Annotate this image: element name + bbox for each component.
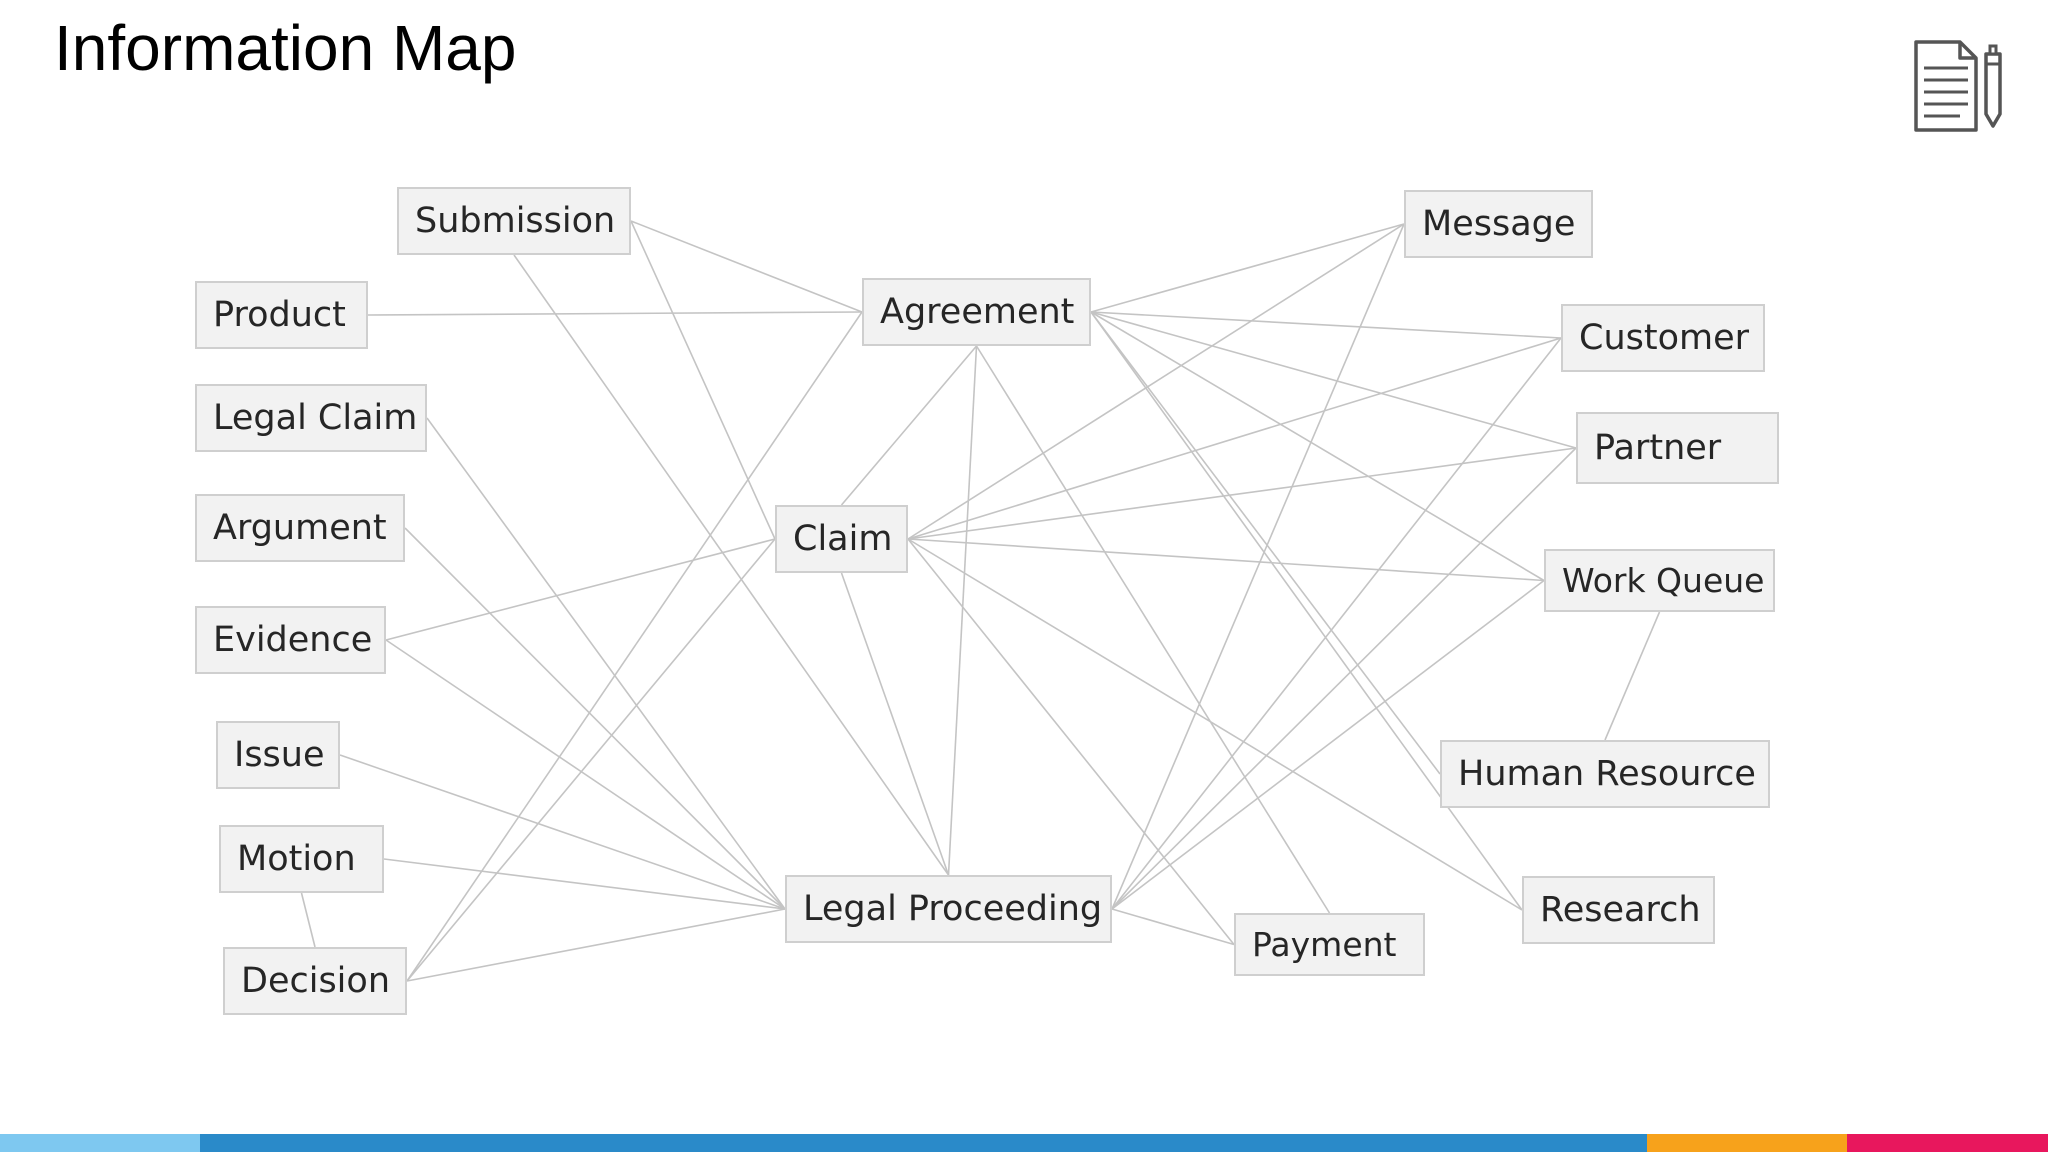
node-legal-proceeding: Legal Proceeding [785,875,1112,943]
node-motion: Motion [219,825,384,893]
node-issue: Issue [216,721,340,789]
edge-decision-to-claim [406,538,776,982]
edge-agreement-to-payment [975,345,1331,914]
footer-bar-orange [1647,1134,1847,1152]
edge-submission-to-claim [630,220,776,540]
node-product: Product [195,281,368,349]
edge-decision-to-agreement [406,311,863,982]
node-research: Research [1522,876,1715,944]
edge-claim-to-research [907,538,1523,911]
edge-claim-to-legal-proceeding [840,572,950,876]
node-legal-claim: Legal Claim [195,384,427,452]
footer-bar-pink [1847,1134,2048,1152]
edge-claim-to-customer [907,337,1562,540]
node-partner: Partner [1576,412,1779,484]
edge-decision-to-legal-proceeding [406,908,786,982]
page-title: Information Map [54,12,517,84]
edge-claim-to-partner [907,447,1577,540]
edge-claim-to-payment [907,538,1235,946]
edge-agreement-to-customer [1090,311,1562,339]
edge-agreement-to-legal-proceeding [947,345,978,876]
node-evidence: Evidence [195,606,386,674]
edge-argument-to-legal-proceeding [404,527,786,910]
edge-issue-to-legal-proceeding [339,754,786,910]
node-human-resource: Human Resource [1440,740,1770,808]
footer-color-bar [0,1134,2048,1152]
edge-legal-proceeding-to-customer [1111,337,1562,910]
edge-agreement-to-work-queue [1090,311,1545,582]
node-submission: Submission [397,187,631,255]
node-message: Message [1404,190,1593,258]
node-argument: Argument [195,494,405,562]
edge-agreement-to-partner [1090,311,1577,449]
node-decision: Decision [223,947,407,1015]
edge-submission-to-legal-proceeding [513,254,950,876]
node-claim: Claim [775,505,908,573]
edge-agreement-to-research [1090,311,1523,911]
edge-evidence-to-claim [385,538,776,641]
edge-claim-to-message [907,223,1405,540]
edge-legal-proceeding-to-message [1111,223,1405,910]
edge-legal-proceeding-to-work-queue [1111,579,1545,910]
node-agreement: Agreement [862,278,1091,346]
node-customer: Customer [1561,304,1765,372]
edge-legal-claim-to-legal-proceeding [426,417,786,910]
node-payment: Payment [1234,913,1425,976]
edge-work-queue-to-human-resource [1604,611,1661,741]
edge-agreement-to-message [1090,223,1405,313]
edge-motion-to-decision [300,892,316,948]
edge-claim-to-work-queue [907,538,1545,582]
document-with-pen-icon [1914,40,2002,132]
edge-legal-proceeding-to-payment [1111,908,1235,946]
edge-motion-to-legal-proceeding [383,858,786,910]
footer-bar-blue [200,1134,1647,1152]
edge-submission-to-agreement [630,220,863,313]
edge-evidence-to-legal-proceeding [385,639,786,910]
node-work-queue: Work Queue [1544,549,1775,612]
edge-legal-proceeding-to-partner [1111,447,1577,910]
edge-agreement-to-claim [840,345,978,506]
footer-bar-light-blue [0,1134,200,1152]
edge-product-to-agreement [367,311,863,316]
edge-agreement-to-human-resource [1090,311,1441,775]
